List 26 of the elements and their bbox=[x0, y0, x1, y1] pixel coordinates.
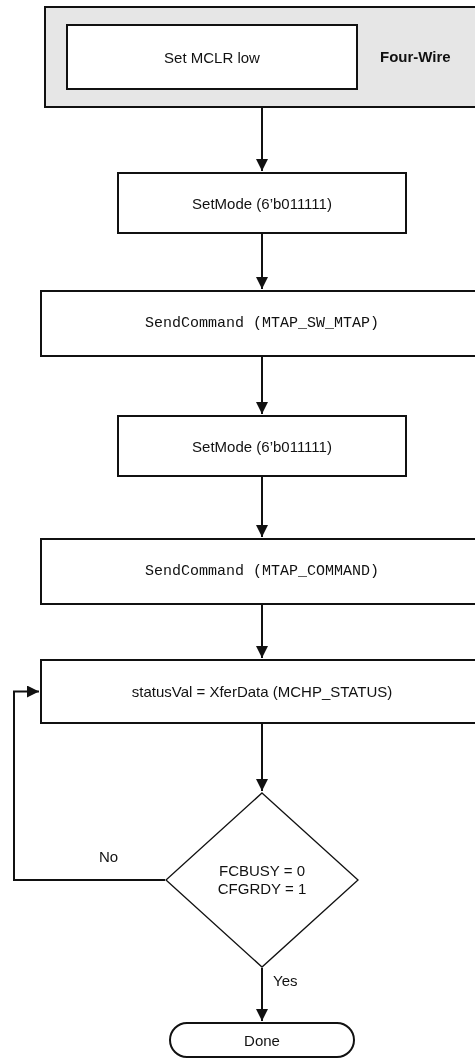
arrow bbox=[256, 107, 268, 172]
step-text: SetMode (6’b011111) bbox=[192, 194, 332, 212]
arrow bbox=[256, 476, 268, 538]
arrow bbox=[256, 967, 268, 1022]
arrow bbox=[256, 233, 268, 290]
process-box bbox=[40, 538, 475, 605]
process-box bbox=[117, 415, 407, 477]
step-text: SendCommand (MTAP_COMMAND) bbox=[144, 563, 379, 580]
process-box bbox=[117, 172, 407, 234]
arrow bbox=[256, 723, 268, 792]
condition-text: FCBUSY = 0 CFGRDY = 1 bbox=[216, 862, 308, 898]
group-title: Four-Wire bbox=[380, 48, 451, 65]
step-text: Done bbox=[244, 1031, 280, 1049]
process-box bbox=[66, 24, 358, 90]
terminator bbox=[169, 1022, 355, 1058]
process-box bbox=[40, 659, 475, 724]
step-text: SetMode (6’b011111) bbox=[192, 437, 332, 455]
step-text: SendCommand (MTAP_SW_MTAP) bbox=[144, 315, 379, 332]
decision-diamond bbox=[165, 792, 359, 968]
process-box bbox=[40, 290, 475, 357]
arrow bbox=[256, 604, 268, 659]
step-text: statusVal = XferData (MCHP_STATUS) bbox=[131, 683, 393, 700]
group-band bbox=[44, 6, 475, 108]
arrow bbox=[256, 356, 268, 415]
step-text: Set MCLR low bbox=[164, 48, 260, 66]
arrow bbox=[13, 685, 166, 881]
